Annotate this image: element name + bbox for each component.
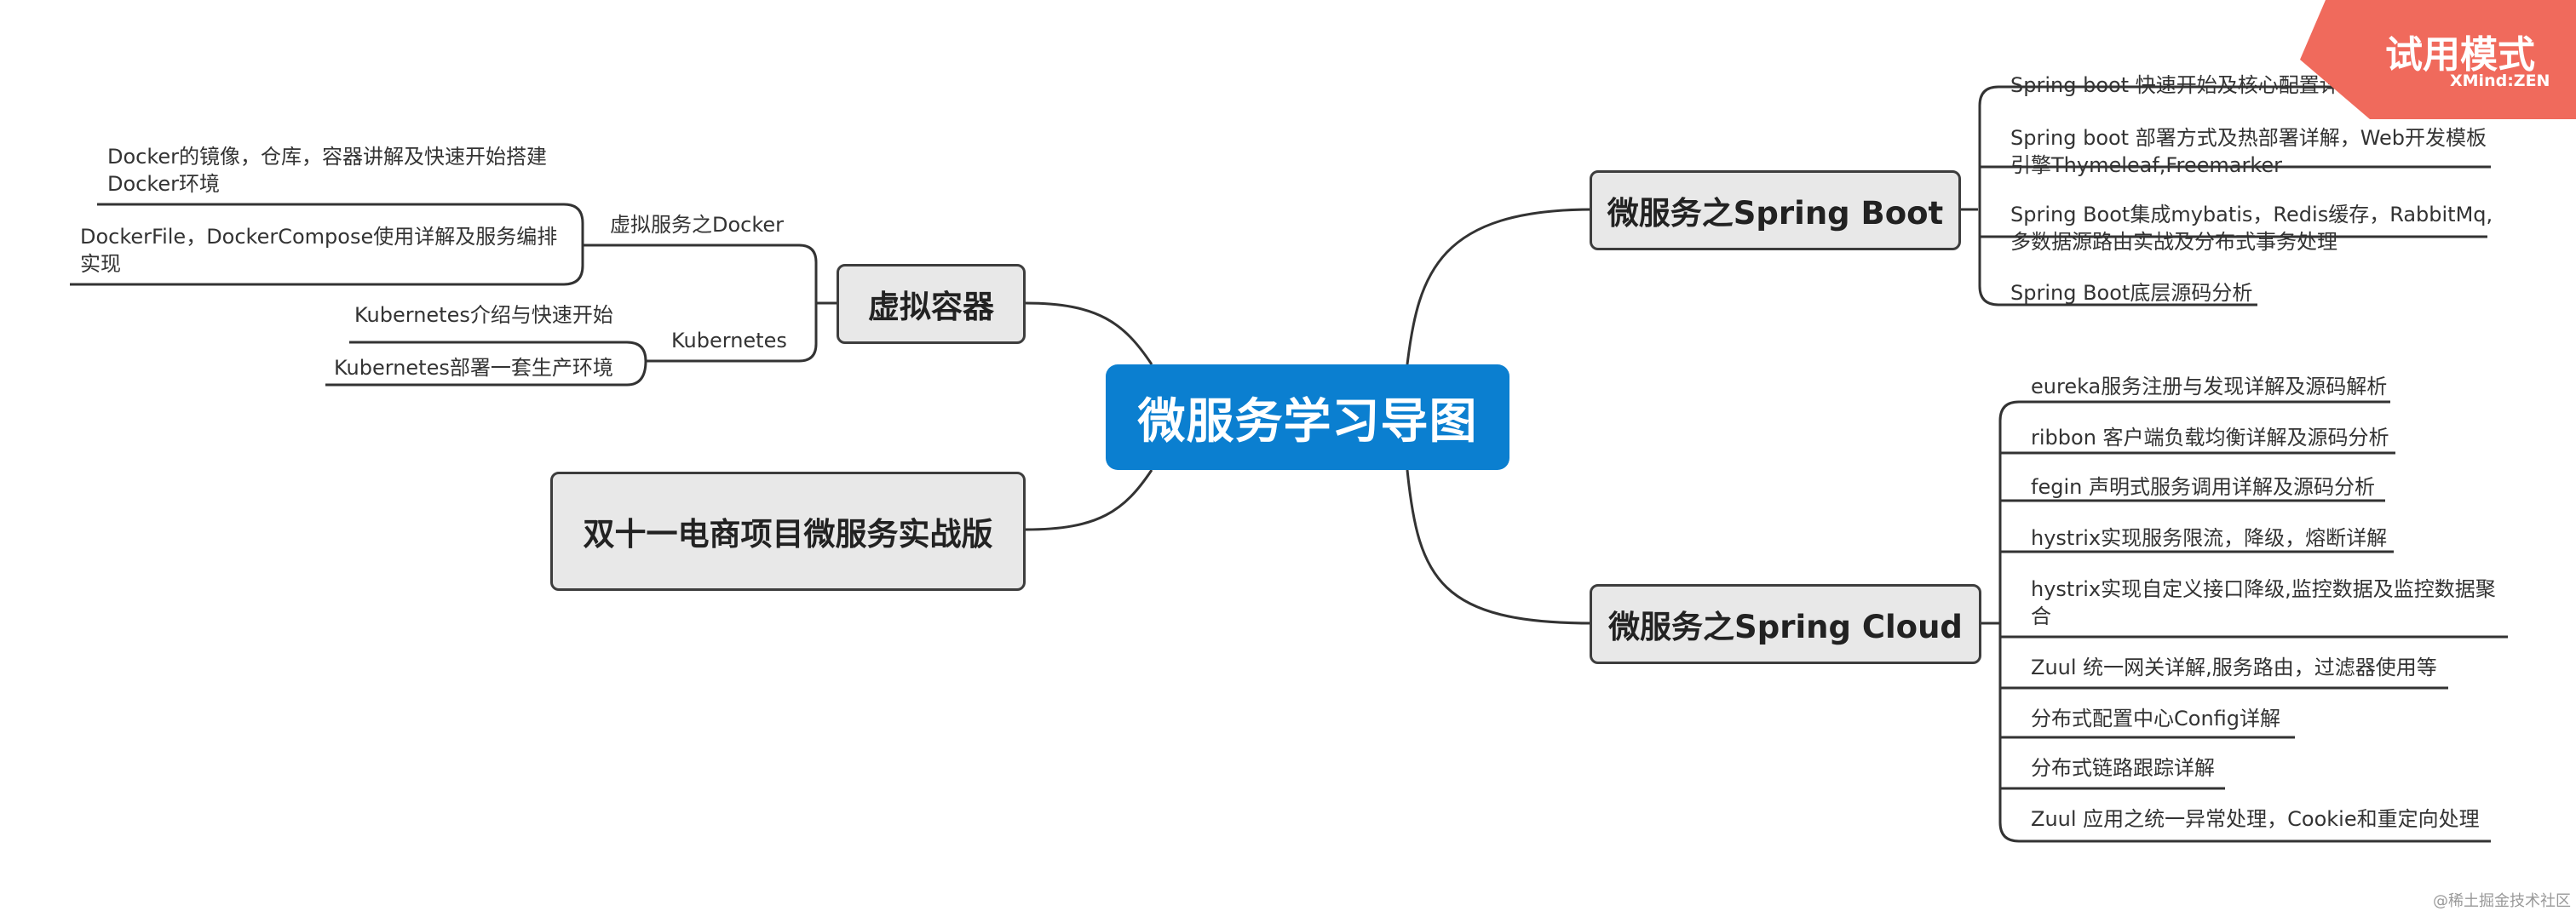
- spring-cloud-item[interactable]: ribbon 客户端负载均衡详解及源码分析: [2031, 426, 2389, 450]
- spring-boot-item[interactable]: Spring boot 部署方式及热部署详解，Web开发模板引擎Thymelea…: [2010, 126, 2487, 177]
- trial-badge-ribbon: [2300, 0, 2576, 119]
- kubernetes-branch-label[interactable]: Kubernetes: [671, 329, 787, 352]
- spring-boot-item[interactable]: Spring Boot集成mybatis，Redis缓存，RabbitMq,多数…: [2010, 203, 2493, 254]
- topic-double11-project[interactable]: 双十一电商项目微服务实战版: [550, 472, 1026, 591]
- docker-item[interactable]: Docker的镜像，仓库，容器讲解及快速开始搭建Docker环境: [107, 145, 548, 196]
- spring-cloud-item[interactable]: 分布式配置中心Config详解: [2031, 707, 2281, 731]
- central-topic[interactable]: 微服务学习导图: [1106, 364, 1509, 470]
- spring-cloud-item[interactable]: 分布式链路跟踪详解: [2031, 756, 2215, 780]
- spring-cloud-item[interactable]: hystrix实现自定义接口降级,监控数据及监控数据聚合: [2031, 577, 2496, 628]
- watermark-text: @稀土掘金技术社区: [2433, 892, 2571, 910]
- docker-item[interactable]: DockerFile，DockerCompose使用详解及服务编排实现: [80, 225, 558, 276]
- kubernetes-item[interactable]: Kubernetes部署一套生产环境: [334, 356, 613, 380]
- spring-cloud-item[interactable]: fegin 声明式服务调用详解及源码分析: [2031, 475, 2375, 499]
- spring-boot-item[interactable]: Spring Boot底层源码分析: [2010, 281, 2253, 305]
- spring-cloud-item[interactable]: hystrix实现服务限流，降级，熔断详解: [2031, 526, 2388, 550]
- kubernetes-item[interactable]: Kubernetes介绍与快速开始: [354, 303, 613, 327]
- spring-cloud-item[interactable]: Zuul 统一网关详解,服务路由，过滤器使用等: [2031, 656, 2437, 679]
- spring-boot-item[interactable]: Spring boot 快速开始及核心配置详解: [2010, 73, 2360, 97]
- spring-cloud-item[interactable]: Zuul 应用之统一异常处理，Cookie和重定向处理: [2031, 807, 2480, 831]
- spring-cloud-item[interactable]: eureka服务注册与发现详解及源码解析: [2031, 375, 2388, 398]
- topic-virtual-container[interactable]: 虚拟容器: [837, 264, 1026, 344]
- trial-mode-label: 试用模式: [2385, 33, 2535, 77]
- topic-spring-cloud[interactable]: 微服务之Spring Cloud: [1590, 584, 1981, 664]
- xmind-zen-label: XMind:ZEN: [2450, 72, 2550, 90]
- topic-spring-boot[interactable]: 微服务之Spring Boot: [1590, 170, 1961, 250]
- docker-branch-label[interactable]: 虚拟服务之Docker: [610, 213, 785, 237]
